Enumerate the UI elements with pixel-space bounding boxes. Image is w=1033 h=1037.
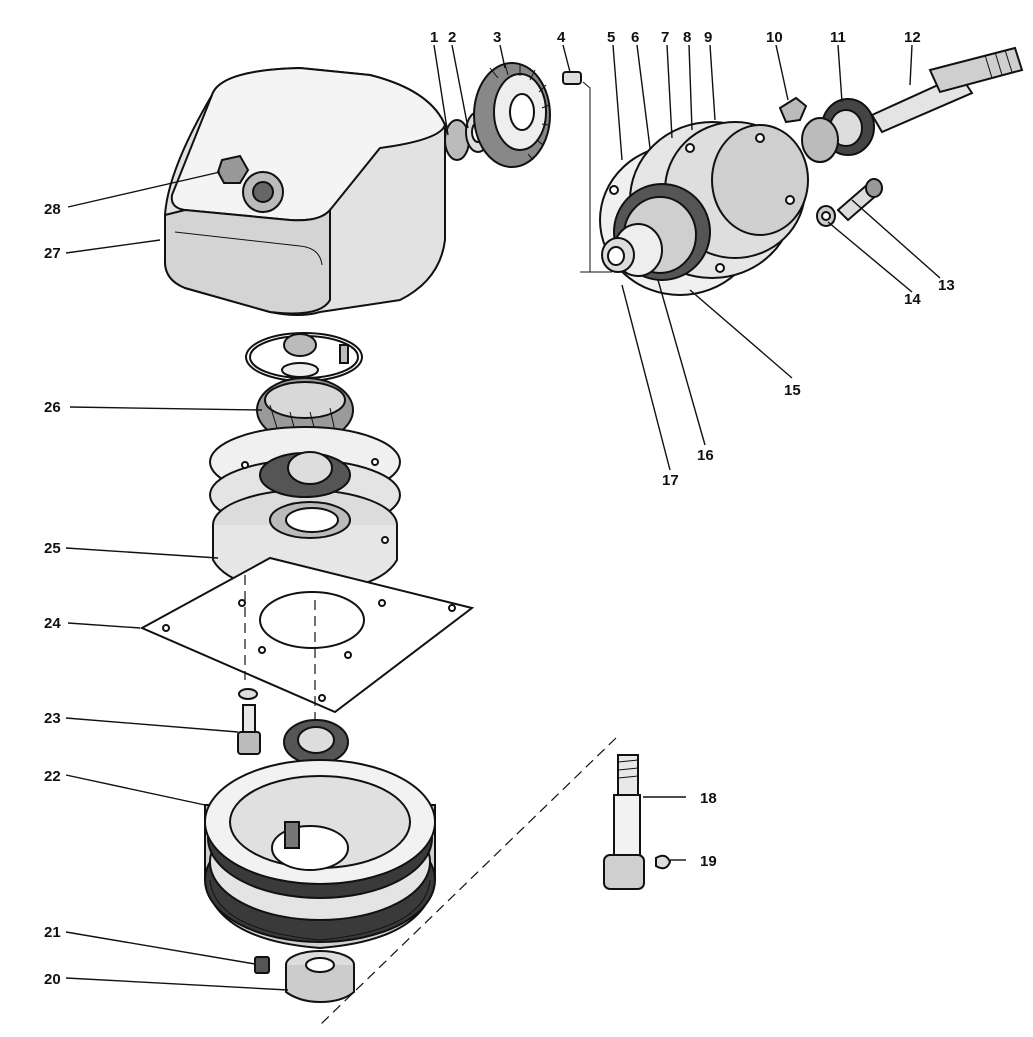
callout-5: 5 bbox=[607, 29, 615, 46]
shaft-bolt-and-key bbox=[319, 737, 672, 1026]
callout-19: 19 bbox=[700, 853, 717, 870]
callout-7: 7 bbox=[661, 29, 669, 46]
leader-lines bbox=[65, 44, 941, 991]
callout-26: 26 bbox=[44, 399, 61, 416]
gearbox-housing bbox=[164, 66, 447, 316]
callout-9: 9 bbox=[704, 29, 712, 46]
callout-labels: 1 2 3 4 5 6 7 8 9 10 11 12 13 14 15 16 1… bbox=[44, 29, 955, 988]
callout-14: 14 bbox=[904, 291, 921, 308]
callout-28: 28 bbox=[44, 201, 61, 218]
callout-8: 8 bbox=[683, 29, 691, 46]
input-shaft-housing bbox=[580, 46, 1024, 296]
callout-3: 3 bbox=[493, 29, 501, 46]
bolt-and-washer bbox=[237, 688, 261, 755]
mounting-plate bbox=[139, 556, 475, 720]
callout-1: 1 bbox=[430, 29, 438, 46]
callout-4: 4 bbox=[557, 29, 566, 46]
callout-20: 20 bbox=[44, 971, 61, 988]
callout-6: 6 bbox=[631, 29, 639, 46]
callout-17: 17 bbox=[662, 472, 679, 489]
callout-24: 24 bbox=[44, 615, 61, 632]
callout-15: 15 bbox=[784, 382, 801, 399]
callout-21: 21 bbox=[44, 924, 61, 941]
callout-12: 12 bbox=[904, 29, 921, 46]
callout-11: 11 bbox=[830, 29, 846, 46]
callout-16: 16 bbox=[697, 447, 714, 464]
v-belt-pulley bbox=[204, 759, 436, 950]
callout-18: 18 bbox=[700, 790, 717, 807]
upper-bevel-gear-assembly bbox=[444, 62, 591, 273]
callout-23: 23 bbox=[44, 710, 61, 727]
callout-22: 22 bbox=[44, 768, 61, 785]
set-screw-and-hub bbox=[254, 950, 355, 1004]
callout-25: 25 bbox=[44, 540, 61, 557]
callout-27: 27 bbox=[44, 245, 61, 262]
pinion-gear-assembly bbox=[245, 332, 363, 443]
callout-13: 13 bbox=[938, 277, 955, 294]
callout-2: 2 bbox=[448, 29, 456, 46]
callout-10: 10 bbox=[766, 29, 783, 46]
